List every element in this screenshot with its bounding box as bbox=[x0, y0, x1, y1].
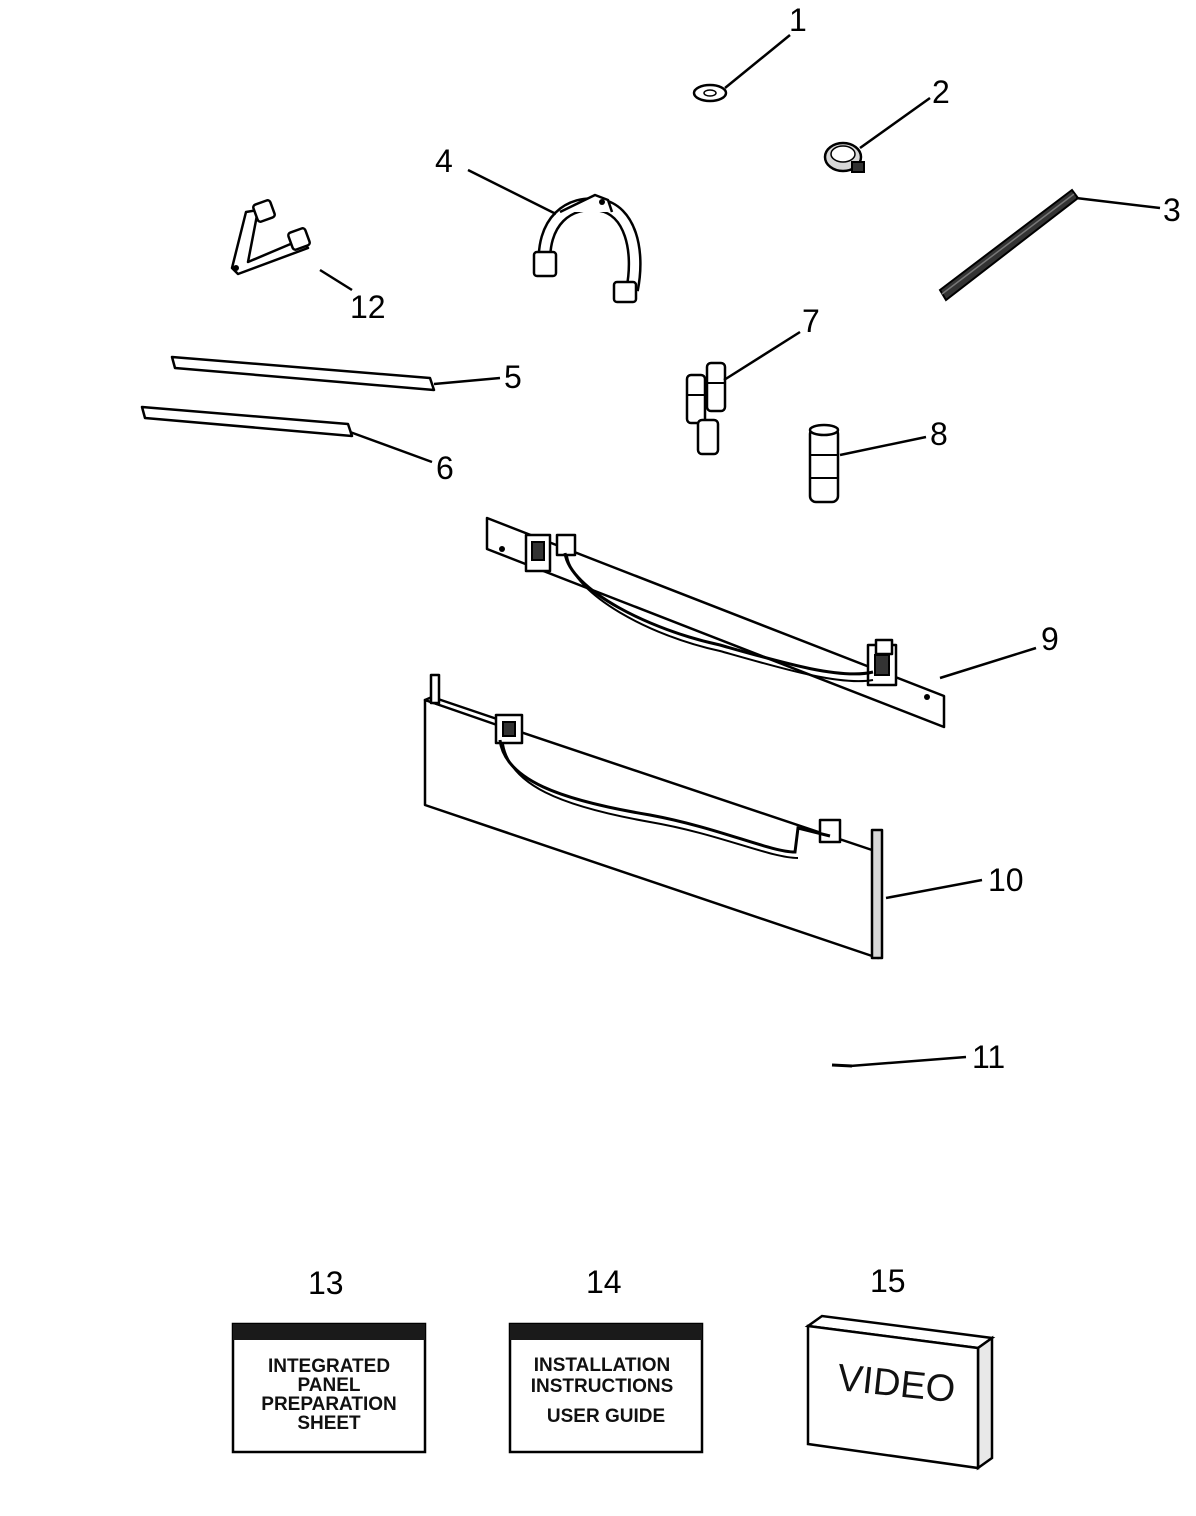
part-12-bracket[interactable]: 12 bbox=[230, 199, 386, 325]
part-3-strip[interactable]: 3 bbox=[938, 188, 1181, 302]
callout-15: 15 bbox=[870, 1263, 906, 1299]
sheet-13-line-4: SHEET bbox=[297, 1413, 361, 1434]
document-14-install-guide[interactable]: 14 INSTALLATION INSTRUCTIONS USER GUIDE bbox=[508, 1264, 704, 1454]
callout-9: 9 bbox=[1041, 621, 1059, 657]
part-7-connector[interactable]: 7 bbox=[685, 303, 820, 456]
part-6-strip[interactable]: 6 bbox=[140, 405, 454, 486]
callout-3: 3 bbox=[1163, 192, 1181, 228]
callout-4: 4 bbox=[435, 143, 453, 179]
sheet-14-line-1: INSTALLATION bbox=[534, 1355, 671, 1376]
sheet-13-line-2: PANEL bbox=[298, 1375, 361, 1396]
item-15-video[interactable]: 15 VIDEO bbox=[804, 1263, 996, 1471]
part-9-panel[interactable]: 9 bbox=[485, 516, 1059, 729]
callout-14: 14 bbox=[586, 1264, 622, 1300]
part-11-screw[interactable]: 11 bbox=[831, 1039, 1005, 1075]
part-2-clamp[interactable]: 2 bbox=[823, 74, 950, 173]
callout-10: 10 bbox=[988, 862, 1024, 898]
callout-11: 11 bbox=[972, 1039, 1005, 1075]
callout-12: 12 bbox=[350, 289, 386, 325]
part-8-coupling[interactable]: 8 bbox=[808, 416, 948, 504]
part-5-strip[interactable]: 5 bbox=[170, 355, 522, 395]
sheet-13-line-1: INTEGRATED bbox=[268, 1356, 390, 1377]
part-4-hose-bracket[interactable]: 4 bbox=[435, 143, 642, 304]
callout-6: 6 bbox=[436, 450, 454, 486]
document-13-prep-sheet[interactable]: 13 INTEGRATED PANEL PREPARATION SHEET bbox=[231, 1265, 427, 1454]
sheet-14-line-2: INSTRUCTIONS bbox=[531, 1376, 674, 1397]
callout-1: 1 bbox=[789, 2, 807, 38]
callout-2: 2 bbox=[932, 74, 950, 110]
sheet-14-line-3: USER GUIDE bbox=[547, 1406, 665, 1427]
part-1-washer[interactable]: 1 bbox=[692, 2, 807, 103]
callout-5: 5 bbox=[504, 359, 522, 395]
part-10-kickplate[interactable]: 10 bbox=[423, 673, 1024, 960]
callout-7: 7 bbox=[802, 303, 820, 339]
callout-8: 8 bbox=[930, 416, 948, 452]
sheet-13-line-3: PREPARATION bbox=[261, 1394, 396, 1415]
callout-13: 13 bbox=[308, 1265, 344, 1301]
